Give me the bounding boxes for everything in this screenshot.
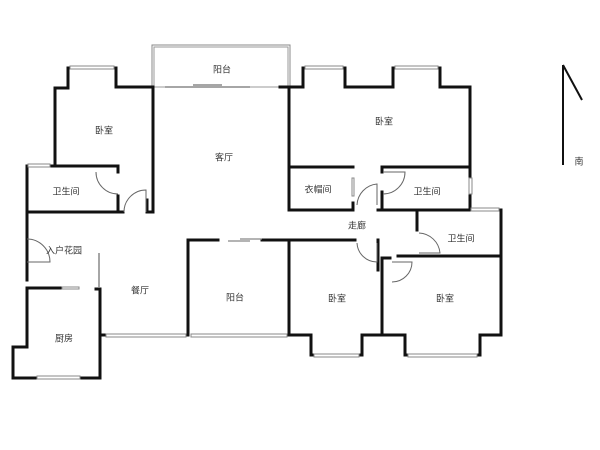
room-label-bathroom-w: 卫生间: [52, 187, 80, 198]
compass-arrow: [562, 64, 583, 165]
door-swings: [26, 171, 441, 283]
windows: [27, 65, 500, 380]
room-label-bedroom-s1: 卧室: [327, 294, 347, 305]
room-label-living-room: 客厅: [214, 153, 234, 164]
room-label-bathroom-e: 卫生间: [447, 234, 475, 245]
room-label-corridor: 走廊: [347, 221, 367, 232]
room-label-bedroom-master: 卧室: [374, 117, 394, 128]
room-label-balcony-top: 阳台: [212, 65, 232, 76]
room-label-entry-garden: 入户花园: [45, 246, 83, 257]
balcony-top-outline: [151, 44, 291, 88]
room-label-bathroom-ensuite: 卫生间: [413, 187, 441, 198]
room-label-bedroom-s2: 卧室: [435, 294, 455, 305]
room-label-dining-room: 餐厅: [130, 286, 150, 297]
compass-label: 南: [574, 157, 584, 168]
walls: [11, 66, 503, 380]
room-label-cloakroom: 衣帽间: [304, 185, 332, 196]
room-label-balcony-middle: 阳台: [225, 293, 245, 304]
room-label-bedroom-nw: 卧室: [94, 126, 114, 137]
room-label-kitchen: 厨房: [54, 334, 74, 345]
